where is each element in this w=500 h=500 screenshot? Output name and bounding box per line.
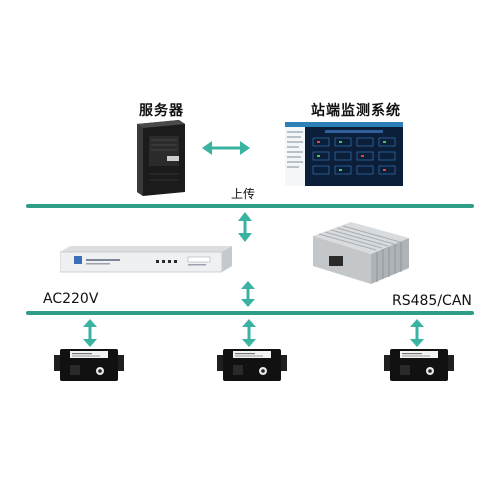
heatsink-module — [313, 222, 409, 284]
upper-bus-line — [26, 204, 474, 208]
double-arrow-vertical-icon — [81, 319, 99, 347]
server-label: 服务器 — [139, 103, 184, 119]
upload-label: 上传 — [231, 187, 256, 201]
sensor-module — [217, 347, 287, 383]
double-arrow-vertical-icon — [240, 319, 258, 347]
double-arrow-vertical-icon — [408, 319, 426, 347]
double-arrow-vertical-icon — [239, 281, 257, 307]
lower-bus-line — [26, 311, 474, 315]
bus-label: RS485/CAN — [392, 293, 472, 309]
sensor-module — [384, 347, 454, 383]
sensor-module — [54, 347, 124, 383]
double-arrow-horizontal-icon — [202, 139, 250, 157]
rack-gateway-device — [60, 244, 232, 274]
double-arrow-vertical-icon — [236, 212, 254, 242]
server-tower-icon — [127, 118, 187, 196]
monitoring-system-screen — [285, 122, 403, 186]
power-label: AC220V — [43, 291, 99, 307]
monitoring-system-label: 站端监测系统 — [311, 103, 401, 119]
